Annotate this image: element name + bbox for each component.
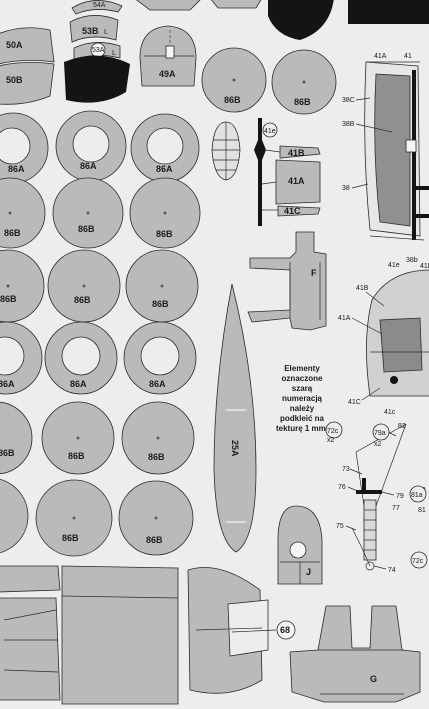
label-38: 38 <box>342 185 350 192</box>
label-x2-a: x2 <box>374 441 382 448</box>
part-25a: 25A <box>213 283 257 553</box>
label-41-top: 41 <box>404 53 412 60</box>
ring-86a-label: 86A <box>80 161 97 171</box>
disc-86b-label: 86B <box>4 228 21 238</box>
label-82: 82 <box>398 423 406 430</box>
label-68: 68 <box>280 625 290 635</box>
label-54a: 54A <box>93 2 106 9</box>
note-line-5: należy <box>290 404 315 413</box>
note-line-7: tekturę 1 mm. <box>276 424 328 433</box>
label-50b: 50B <box>6 75 23 85</box>
part-black-top-centre <box>268 0 334 40</box>
part-50a: 50A <box>0 27 55 65</box>
rings-and-discs: 86B 86B 86A 86A 86A 86B 86B 86B 86B 86B … <box>0 47 337 557</box>
label-72c-b: 72c <box>412 558 424 565</box>
ring-86a-label: 86A <box>0 379 15 389</box>
label-41e-b: 41e <box>388 262 400 269</box>
label-50a: 50A <box>6 40 23 50</box>
label-77: 77 <box>392 505 400 512</box>
part-41-set: 41e 41B 41A 41C <box>254 118 321 226</box>
label-g: G <box>370 674 377 684</box>
label-53a: 53A <box>92 47 105 54</box>
label-41b: 41B <box>288 148 305 158</box>
note-line-3: szarą <box>292 384 313 393</box>
label-41a-b: 41A <box>338 315 351 322</box>
disc-86b-label: 86B <box>0 294 17 304</box>
label-75: 75 <box>336 523 344 530</box>
part-black-wing-root <box>64 55 130 103</box>
part-68-marker: 68 <box>231 620 296 640</box>
disc-86b-label: 86B <box>74 295 91 305</box>
label-53a-l: L <box>112 50 116 57</box>
label-79: 79 <box>396 493 404 500</box>
ring-86a-label: 86A <box>149 379 166 389</box>
ring-86a-label: 86A <box>156 164 173 174</box>
label-38b-b: 38b <box>406 257 418 264</box>
part-black-top-right <box>348 0 429 24</box>
part-bottom-left <box>0 565 179 705</box>
label-53b: 53B <box>82 26 99 36</box>
note-line-6: podkleić na <box>280 414 325 423</box>
disc-86b-label: 86B <box>62 533 79 543</box>
label-25a: 25A <box>230 440 240 457</box>
disc-86b-label: 86B <box>0 448 15 458</box>
part-49a: 49A <box>139 25 197 87</box>
disc-86b-label: 86B <box>148 452 165 462</box>
part-53a: 53A L <box>73 42 121 61</box>
disc-86b-label: 86B <box>224 95 241 105</box>
label-41c-strut: 41c <box>384 409 396 416</box>
note-line-4: numeracją <box>282 394 323 403</box>
label-79a: 79a <box>374 430 386 437</box>
label-38b: 38B <box>342 121 355 128</box>
part-g: G <box>289 605 421 703</box>
label-76: 76 <box>338 484 346 491</box>
label-74: 74 <box>388 567 396 574</box>
part-f: F <box>247 231 327 331</box>
part-strut-assembly: 41c 82 79a x2 72c x2 73 76 79 77 78 81a … <box>325 409 428 574</box>
disc-86b-label: 86B <box>294 97 311 107</box>
label-f: F <box>311 268 317 278</box>
part-53b: 53B L <box>69 15 119 43</box>
part-50b: 50B <box>0 62 55 105</box>
part-41-round-assembly: 41e 38b 41B 41B 41A 41C <box>338 257 429 406</box>
label-81: 81 <box>418 507 426 514</box>
note-line-1: Elementy <box>284 364 320 373</box>
gray-part-note: Elementy oznaczone szarą numeracją należ… <box>276 364 328 433</box>
label-j: J <box>306 567 311 577</box>
label-41e: 41e <box>264 128 276 135</box>
label-53b-l: L <box>104 29 108 36</box>
part-j: J <box>277 505 323 585</box>
label-49a: 49A <box>159 69 176 79</box>
part-54a: 54A <box>71 0 123 15</box>
label-81a: 81a <box>411 492 423 499</box>
label-41a-top: 41A <box>374 53 387 60</box>
label-41c-b: 41C <box>348 399 361 406</box>
part-bottom-center <box>187 567 269 694</box>
label-41b-b: 41B <box>356 285 369 292</box>
disc-86b-label: 86B <box>146 535 163 545</box>
label-41a: 41A <box>288 176 305 186</box>
disc-86b-label: 86B <box>156 229 173 239</box>
part-top-strip <box>136 0 262 11</box>
label-x2-b: x2 <box>327 437 335 444</box>
label-73: 73 <box>342 466 350 473</box>
label-41b-right: 41B <box>420 263 429 270</box>
note-line-2: oznaczone <box>282 374 323 383</box>
ring-86a-label: 86A <box>70 379 87 389</box>
label-38c: 38C <box>342 97 355 104</box>
label-72c: 72c <box>327 428 339 435</box>
part-ribbed-oval <box>211 121 241 181</box>
part-rudder-38: 41A 41 38C 38B 38 <box>342 53 429 241</box>
disc-86b-label: 86B <box>78 224 95 234</box>
disc-86b-label: 86B <box>152 299 169 309</box>
ring-86a-label: 86A <box>8 164 25 174</box>
label-41c: 41C <box>284 206 301 216</box>
disc-86b-label: 86B <box>68 451 85 461</box>
